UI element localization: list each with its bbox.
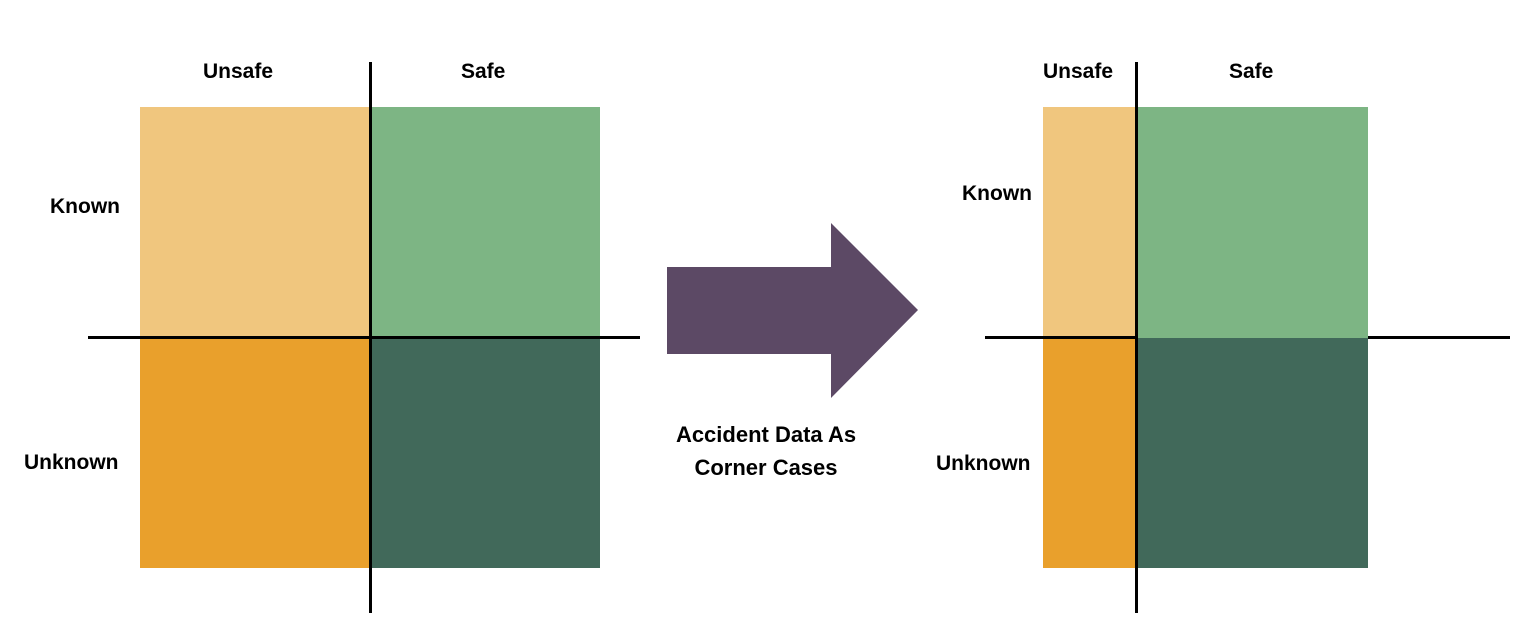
arrow-caption-line-2: Corner Cases <box>694 455 838 480</box>
left-col-label-safe: Safe <box>461 60 506 83</box>
left-row-label-unknown: Unknown <box>24 451 119 474</box>
right-row-label-known: Known <box>962 182 1032 205</box>
left-unknown-safe-quadrant <box>371 338 600 568</box>
right-known-safe-quadrant <box>1138 107 1368 338</box>
right-horizontal-axis-right-segment <box>1368 336 1510 339</box>
arrow-caption-line-1: Accident Data As <box>675 422 857 447</box>
right-col-label-unsafe: Unsafe <box>1043 60 1114 83</box>
arrow-shape <box>667 223 918 398</box>
left-known-safe-quadrant <box>371 107 600 338</box>
left-col-label-unsafe: Unsafe <box>203 60 274 83</box>
left-unknown-unsafe-quadrant <box>140 338 371 568</box>
right-col-label-safe: Safe <box>1229 60 1274 83</box>
left-horizontal-axis <box>88 336 640 339</box>
right-unknown-safe-quadrant <box>1138 338 1368 568</box>
left-row-label-known: Known <box>50 195 120 218</box>
right-row-label-unknown: Unknown <box>936 452 1031 475</box>
right-horizontal-axis-left-segment <box>985 336 1137 339</box>
right-known-unsafe-quadrant <box>1043 107 1138 338</box>
arrow-caption: Accident Data As Corner Cases <box>656 418 876 484</box>
right-arrow-icon <box>667 223 918 398</box>
left-known-unsafe-quadrant <box>140 107 371 338</box>
right-unknown-unsafe-quadrant <box>1043 338 1138 568</box>
